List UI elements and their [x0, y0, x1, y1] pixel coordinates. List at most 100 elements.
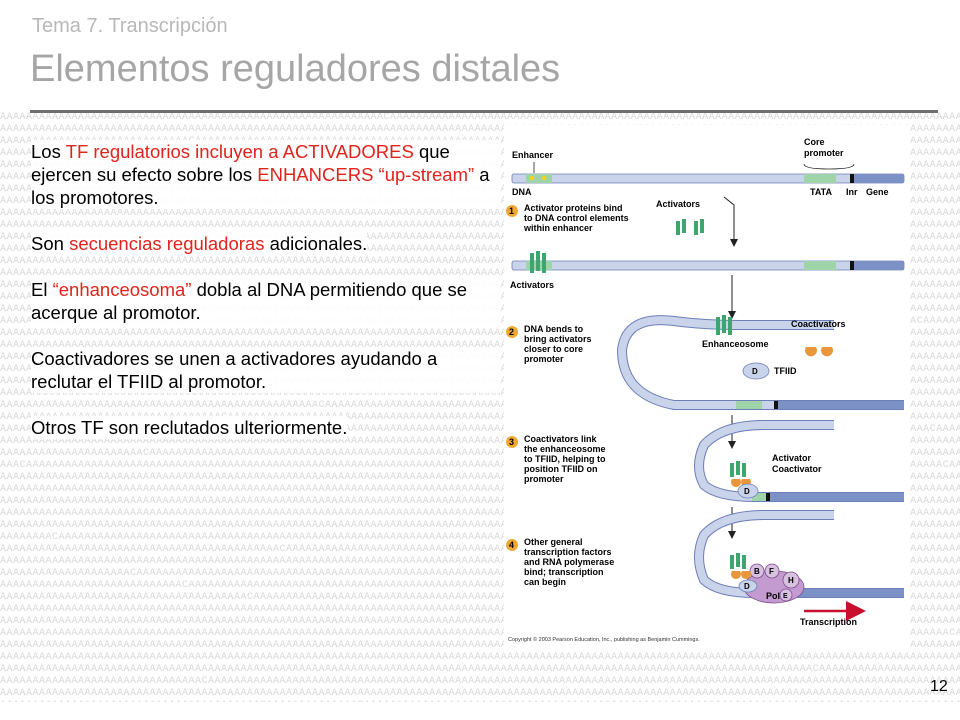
enhancer-region: [526, 174, 552, 183]
gene-region: [854, 174, 904, 183]
step3-text: Coactivators link the enhanceosome to TF…: [524, 434, 608, 484]
step3-number: 3: [509, 437, 514, 447]
dna-strand-row1: [511, 260, 905, 271]
activator-protein-icon: [676, 219, 704, 235]
step1-text: Activator proteins bind to DNA control e…: [523, 203, 631, 233]
title-underline: [30, 110, 938, 113]
tfiid-protein-icon: [737, 483, 759, 499]
sequence-line: AAAAAAAAAAAAAAAAAAAAAAAAAAAAAAAAAAAAAAAA…: [0, 700, 960, 702]
step3-line: to TFIID, helping to: [524, 454, 606, 464]
step1-line: to DNA control elements: [524, 213, 629, 223]
step1-number: 1: [509, 206, 514, 216]
sequence-line: AAAAAAAAAAAAAAAAAAAAAAAAAAAAAAAAAAAAAAAA…: [0, 124, 960, 135]
sequence-line: AAAAAAAAAAAAAAAAAAAAAAAAAAAAAAAAAAAAAAAA…: [0, 640, 960, 651]
step2-line: bring activators: [524, 334, 592, 344]
core-promoter-brace: [803, 163, 855, 170]
e-label: E: [783, 593, 788, 600]
tfiih-icon: [782, 571, 800, 589]
gene-region: [778, 401, 904, 409]
bound-activator-icon: [530, 251, 546, 273]
step3-line: position TFIID on: [524, 464, 598, 474]
gene-label: Gene: [866, 187, 889, 197]
activator-coactivator-complex-icon: [730, 553, 751, 579]
step3-line: the enhanceosome: [524, 444, 606, 454]
step4-line: can begin: [524, 577, 566, 587]
gene-region: [770, 589, 904, 597]
sequence-line: AAAAAAAAAAAAAAAAAAAAAAAAAAAAAAAAAAAAAAAA…: [0, 616, 960, 627]
sequence-line: AAAAAAAAAAAAAAAAAAAAAACAAAAAAAAAAAAAAAAA…: [0, 448, 960, 459]
step2-number: 2: [509, 327, 514, 337]
step4-line: Other general: [524, 537, 583, 547]
sequence-line: AAAAAAAAAAAAAAAAAAAAAAAAAAAAAAAAAAAAAAAA…: [0, 388, 960, 399]
tfiie-icon: [779, 588, 793, 602]
paragraph-enhanceosome: El “enhanceosoma” dobla al DNA permitien…: [31, 278, 501, 324]
paragraph-coactivators: Coactivadores se unen a activadores ayud…: [31, 347, 501, 393]
inr-marker: [850, 261, 854, 270]
coactivators-label: Coactivators: [791, 319, 846, 329]
gene-region: [770, 493, 904, 501]
sequence-line: AAAAAAAAAAAAAAAAAAAAAAAAAAAAAAAAAAAAAAAA…: [0, 256, 960, 267]
text-run: El: [31, 279, 53, 300]
tfiid-label: TFIID: [774, 366, 797, 376]
activator-coactivator-complex-icon: [730, 461, 751, 487]
sequence-line: AAAAAAAAAAAAAAAAAAAAAAAAAAAAAAAAAAAAAAAA…: [0, 472, 960, 483]
inr-marker: [850, 174, 854, 183]
step2-text: DNA bends to bring activators closer to …: [524, 324, 594, 364]
dna-label: DNA: [512, 187, 532, 197]
slide-body-text: Los TF regulatorios incluyen a ACTIVADOR…: [31, 140, 501, 462]
sequence-line: AAAAAAAAAAAAAAAAAAAAAAAAAAAAAAAAAAAAAAAA…: [0, 112, 960, 123]
core-label-line1: Core: [804, 137, 825, 147]
enhancer-label: Enhancer: [512, 150, 554, 160]
step2-line: promoter: [524, 354, 564, 364]
tfiid-d-label-row4: D: [744, 582, 750, 591]
text-run: Los: [31, 141, 66, 162]
bent-dna-fill-row2: [617, 316, 904, 409]
f-label: F: [769, 567, 774, 576]
step4-badge: [506, 539, 518, 551]
inr-marker: [774, 401, 778, 409]
tfiid-protein-icon: [738, 579, 758, 593]
gene-region: [854, 261, 904, 270]
sequence-line: AAAAAAAAAAAAAAAAAAAAAAAAAAAAAAAAAAAAAAAA…: [0, 208, 960, 219]
sequence-line: AAAAAAAAAAAAAAAAAAAAAAAAAAAAAAAAAAAAAACA…: [0, 592, 960, 603]
sequence-line: AAAAAAAAAAAAAAAAAAAAAAAAAAAAAAAAAAAAAAAA…: [0, 544, 960, 555]
sequence-line: AAAAAAAAAAAAAAAAAAAAAAAAAAAAAAAAAAAAAAAA…: [0, 400, 960, 411]
down-arrow-icon: [723, 196, 738, 247]
enhanceosome-icon: [716, 315, 732, 335]
sequence-line: AAAAAAAAAAAAAAAAAAAAAAAAAAAAAAAAAAAAAAAA…: [0, 496, 960, 507]
step2-line: DNA bends to: [524, 324, 584, 334]
figure-copyright: Copyright © 2003 Pearson Education, Inc.…: [508, 636, 700, 643]
tfiid-d-label: D: [752, 367, 758, 376]
step2-badge: [506, 326, 518, 338]
tata-region: [736, 401, 762, 409]
sequence-line: AAAAAAAAAAAAAAAAAAAAAAAAAAAAAAAAAAAAAAAA…: [0, 508, 960, 519]
step1-line: Activator proteins bind: [524, 203, 623, 213]
step3-line: promoter: [524, 474, 564, 484]
highlight-run: secuencias reguladoras: [69, 233, 265, 254]
tfiid-protein-icon: [742, 362, 770, 380]
step1-line: within enhancer: [523, 223, 593, 233]
enhanceosome-label: Enhanceosome: [702, 339, 769, 349]
inr-marker: [766, 493, 770, 501]
tata-label: TATA: [810, 187, 832, 197]
pol-label: Pol: [766, 591, 780, 601]
tata-region: [752, 493, 766, 501]
step4-line: transcription factors: [524, 547, 612, 557]
bent-dna-row2: [616, 315, 904, 410]
coactivator-label: Coactivator: [772, 464, 822, 474]
sequence-line: AAAAAAAAAAAAAAAAAAAAAAAAAAAAAAAAAAAAAAAA…: [0, 340, 960, 351]
dna-strand-top: [511, 173, 905, 184]
step3-line: Coactivators link: [524, 434, 598, 444]
bent-dna-fill-row3: [695, 421, 904, 501]
highlight-run: “enhanceosoma”: [52, 279, 192, 300]
sequence-line: AAAAAAAAAAAAAACAAAAAAAAAAAAAAAAAAAAAAAAA…: [0, 244, 960, 255]
sequence-line: AAAAAAAAAAAAAAAAAAAAAAAAAAAAAAAAAAAAAAAA…: [0, 652, 960, 663]
bent-dna-fill-row4: [695, 511, 904, 597]
step4-line: and RNA polymerase: [524, 557, 614, 567]
sequence-line: AAACAAAAAAAAAAAAAAAAAAAAAAAAAAAAAAAAAAAA…: [0, 460, 960, 471]
